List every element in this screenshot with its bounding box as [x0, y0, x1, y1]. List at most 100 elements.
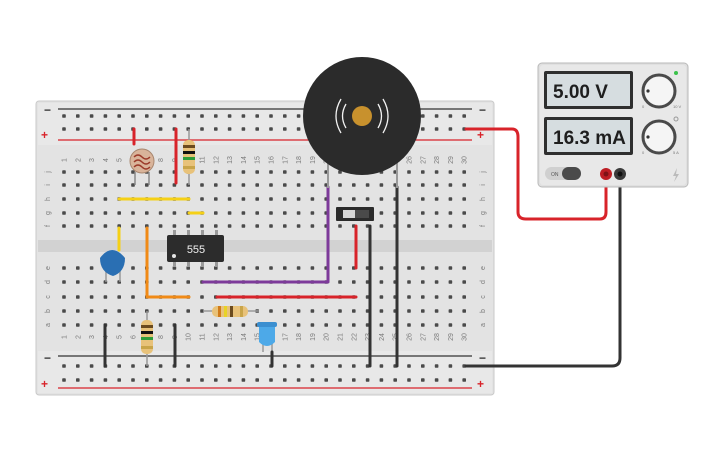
breadboard-hole[interactable] [296, 197, 301, 201]
breadboard-hole[interactable] [352, 280, 356, 284]
breadboard-hole[interactable] [269, 309, 273, 313]
breadboard-hole[interactable] [434, 211, 439, 215]
breadboard-hole[interactable] [407, 197, 411, 201]
breadboard-hole[interactable] [310, 211, 315, 215]
breadboard-hole[interactable] [158, 211, 163, 215]
breadboard-hole[interactable] [448, 280, 453, 284]
breadboard-hole[interactable] [186, 309, 190, 313]
breadboard-hole[interactable] [434, 295, 439, 299]
breadboard-hole[interactable] [296, 364, 301, 368]
breadboard-hole[interactable] [241, 211, 246, 215]
breadboard-hole[interactable] [76, 183, 80, 187]
breadboard-hole[interactable] [407, 364, 411, 368]
breadboard-hole[interactable] [131, 183, 135, 187]
breadboard-hole[interactable] [255, 211, 259, 215]
breadboard-hole[interactable] [76, 127, 80, 131]
breadboard-hole[interactable] [421, 127, 425, 131]
breadboard-hole[interactable] [241, 378, 246, 382]
breadboard-hole[interactable] [62, 197, 66, 201]
breadboard-hole[interactable] [352, 309, 356, 313]
breadboard-hole[interactable] [462, 170, 466, 174]
breadboard-hole[interactable] [407, 378, 411, 382]
breadboard-hole[interactable] [131, 378, 135, 382]
breadboard-hole[interactable] [62, 114, 66, 118]
breadboard-hole[interactable] [255, 364, 259, 368]
breadboard-hole[interactable] [117, 323, 121, 327]
breadboard-hole[interactable] [269, 170, 273, 174]
breadboard-hole[interactable] [448, 197, 453, 201]
breadboard-hole[interactable] [76, 295, 80, 299]
ic-555[interactable]: 555 [167, 230, 224, 267]
breadboard-hole[interactable] [448, 224, 453, 228]
breadboard-hole[interactable] [200, 295, 204, 299]
breadboard-hole[interactable] [117, 127, 121, 131]
breadboard-hole[interactable] [324, 364, 328, 368]
breadboard-hole[interactable] [227, 183, 232, 187]
breadboard-hole[interactable] [103, 211, 108, 215]
breadboard-hole[interactable] [379, 183, 384, 187]
breadboard-hole[interactable] [434, 323, 439, 327]
breadboard-hole[interactable] [186, 224, 190, 228]
power-switch[interactable]: ON [545, 167, 581, 180]
breadboard-hole[interactable] [117, 211, 121, 215]
breadboard-hole[interactable] [62, 224, 66, 228]
breadboard-hole[interactable] [379, 378, 384, 382]
breadboard-hole[interactable] [145, 378, 149, 382]
breadboard-hole[interactable] [158, 309, 163, 313]
breadboard-hole[interactable] [172, 211, 177, 215]
breadboard-hole[interactable] [421, 309, 425, 313]
breadboard-hole[interactable] [89, 280, 94, 284]
breadboard-hole[interactable] [76, 323, 80, 327]
breadboard-hole[interactable] [462, 295, 466, 299]
breadboard-hole[interactable] [117, 364, 121, 368]
breadboard-hole[interactable] [421, 224, 425, 228]
breadboard-hole[interactable] [158, 323, 163, 327]
breadboard-hole[interactable] [241, 364, 246, 368]
breadboard-hole[interactable] [62, 280, 66, 284]
breadboard-hole[interactable] [324, 323, 328, 327]
breadboard-hole[interactable] [407, 211, 411, 215]
breadboard-hole[interactable] [117, 309, 121, 313]
breadboard-hole[interactable] [89, 309, 94, 313]
breadboard-hole[interactable] [296, 323, 301, 327]
breadboard-hole[interactable] [62, 364, 66, 368]
breadboard-hole[interactable] [62, 266, 66, 270]
breadboard-hole[interactable] [283, 323, 287, 327]
breadboard-hole[interactable] [200, 378, 204, 382]
breadboard-hole[interactable] [448, 211, 453, 215]
breadboard-hole[interactable] [227, 197, 232, 201]
breadboard-hole[interactable] [310, 309, 315, 313]
breadboard-hole[interactable] [89, 127, 94, 131]
breadboard-hole[interactable] [310, 224, 315, 228]
resistor-bottom[interactable] [141, 311, 153, 366]
breadboard-hole[interactable] [434, 364, 439, 368]
breadboard-hole[interactable] [407, 224, 411, 228]
breadboard-hole[interactable] [131, 309, 135, 313]
breadboard-hole[interactable] [296, 224, 301, 228]
breadboard-hole[interactable] [117, 183, 121, 187]
breadboard-hole[interactable] [269, 127, 273, 131]
breadboard-hole[interactable] [421, 295, 425, 299]
breadboard-hole[interactable] [131, 114, 135, 118]
breadboard-hole[interactable] [379, 309, 384, 313]
breadboard-hole[interactable] [76, 114, 80, 118]
breadboard-hole[interactable] [407, 323, 411, 327]
wire-purple[interactable] [201, 185, 330, 284]
breadboard-hole[interactable] [227, 266, 232, 270]
breadboard-hole[interactable] [448, 295, 453, 299]
breadboard-hole[interactable] [214, 211, 218, 215]
breadboard-hole[interactable] [200, 170, 204, 174]
breadboard-hole[interactable] [352, 323, 356, 327]
breadboard-hole[interactable] [407, 295, 411, 299]
breadboard-hole[interactable] [448, 170, 453, 174]
breadboard-hole[interactable] [103, 309, 108, 313]
breadboard-hole[interactable] [200, 114, 204, 118]
breadboard-hole[interactable] [227, 364, 232, 368]
breadboard-hole[interactable] [200, 323, 204, 327]
breadboard-hole[interactable] [255, 224, 259, 228]
breadboard-hole[interactable] [434, 224, 439, 228]
breadboard-hole[interactable] [407, 280, 411, 284]
breadboard-hole[interactable] [103, 127, 108, 131]
breadboard-hole[interactable] [462, 211, 466, 215]
breadboard-hole[interactable] [255, 114, 259, 118]
